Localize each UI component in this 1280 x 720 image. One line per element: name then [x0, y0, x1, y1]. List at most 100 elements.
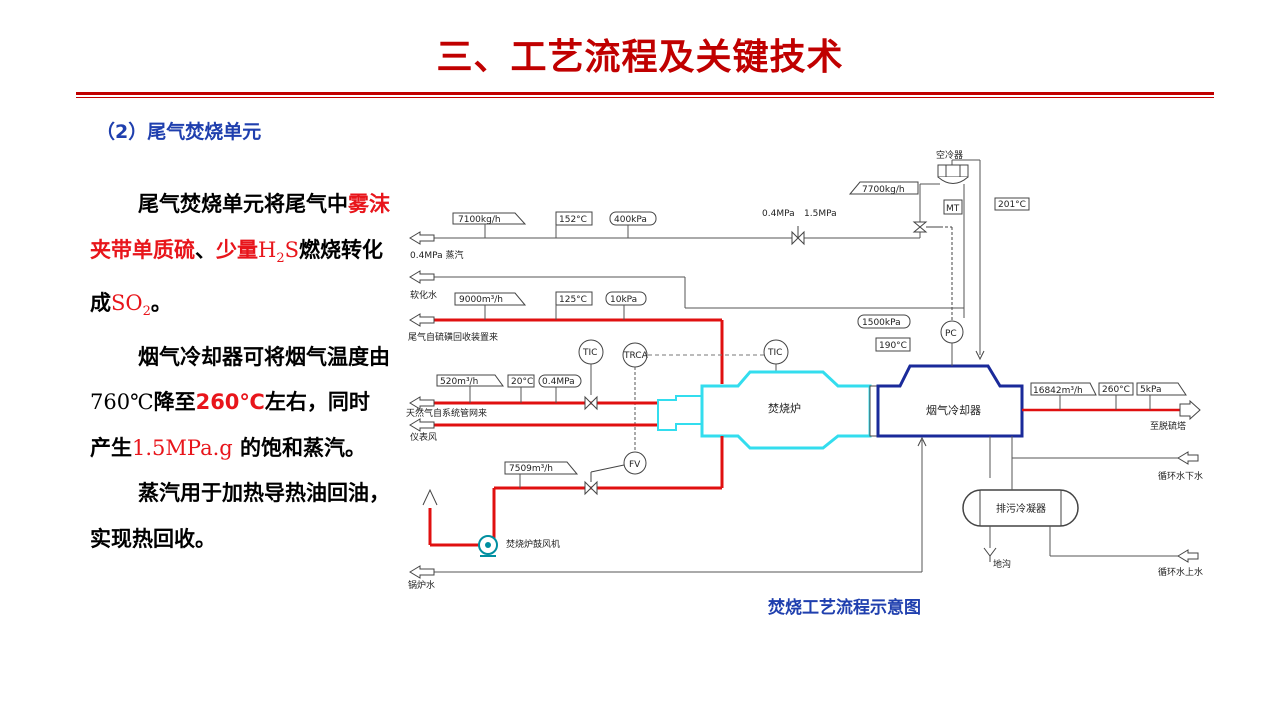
- pressure-label-1-5: 1.5MPa: [804, 209, 837, 219]
- boiler-water-inlet-arrow: [917, 436, 927, 447]
- svg-text:152°C: 152°C: [559, 215, 587, 225]
- svg-text:排污冷凝器: 排污冷凝器: [996, 502, 1046, 515]
- svg-text:1500kPa: 1500kPa: [862, 318, 901, 328]
- incinerator: 焚烧炉: [700, 370, 872, 450]
- paragraph-tail-gas: 尾气焚烧单元将尾气中雾沫夹带单质硫、少量H2S燃烧转化成SO2。: [90, 192, 390, 320]
- instrument-air-label: 仪表风: [410, 431, 437, 443]
- air-cooler: 空冷器: [936, 149, 969, 184]
- tag-flow-520: 520m³/h: [436, 374, 504, 403]
- svg-text:400kPa: 400kPa: [614, 215, 647, 225]
- soft-water-label: 软化水: [410, 289, 437, 301]
- boiler-water-arrow: [409, 565, 435, 579]
- drain-label: 地沟: [993, 558, 1011, 570]
- svg-text:7700kg/h: 7700kg/h: [862, 185, 905, 195]
- natural-gas-valve: [584, 395, 598, 411]
- svg-text:TIC: TIC: [582, 348, 597, 358]
- tag-temp-260: 260°C: [1098, 382, 1134, 410]
- svg-text:125°C: 125°C: [559, 295, 587, 305]
- tag-temp-152: 152°C: [555, 211, 593, 238]
- tag-pc: PC: [940, 320, 964, 344]
- svg-text:7509m³/h: 7509m³/h: [509, 464, 553, 474]
- tag-flow-7509: 7509m³/h: [504, 461, 579, 488]
- natural-gas-arrow: [409, 396, 435, 410]
- tag-trca: TRCA: [622, 342, 649, 452]
- svg-text:MT: MT: [946, 204, 960, 214]
- tag-fv: FV: [623, 451, 647, 475]
- tag-flow-9000: 9000m³/h: [454, 292, 527, 320]
- page-title: 三、工艺流程及关键技术: [436, 36, 844, 78]
- cw-return-label: 循环水下水: [1158, 470, 1203, 482]
- cw-supply-label: 循环水上水: [1158, 566, 1203, 578]
- cooler-inlet-arrow: [975, 350, 985, 361]
- tag-temp-125: 125°C: [555, 291, 593, 320]
- svg-text:烟气冷却器: 烟气冷却器: [926, 403, 981, 417]
- air-cooler-valve: [912, 221, 953, 320]
- paragraph-cooler: 烟气冷却器可将烟气温度由760℃降至260℃左右，同时产生1.5MPa.g 的饱…: [90, 344, 390, 460]
- tag-press-1500: 1500kPa: [857, 314, 911, 329]
- cw-supply-arrow: [1177, 549, 1199, 563]
- title-divider-thin: [76, 97, 1214, 98]
- tag-press-10: 10kPa: [605, 291, 647, 320]
- drain-symbol: [983, 547, 997, 562]
- steam-out-arrow: [409, 231, 435, 245]
- svg-text:FV: FV: [629, 460, 641, 470]
- to-desulfur-label: 至脱硫塔: [1150, 420, 1186, 432]
- instrument-air-arrow: [409, 418, 435, 432]
- svg-text:10kPa: 10kPa: [610, 295, 637, 305]
- svg-text:0.4MPa: 0.4MPa: [542, 377, 575, 387]
- svg-text:16842m³/h: 16842m³/h: [1033, 386, 1083, 396]
- tag-tic-2: TIC: [763, 339, 789, 374]
- svg-text:TIC: TIC: [767, 348, 782, 358]
- burner-nozzle: [657, 395, 703, 431]
- tail-gas-label: 尾气自硫磺回收装置来: [408, 331, 498, 343]
- svg-text:7100kg/h: 7100kg/h: [458, 215, 501, 225]
- tag-mt: MT: [943, 199, 963, 215]
- air-blower-line: [428, 436, 724, 547]
- boiler-water-line: [432, 440, 923, 573]
- svg-text:201°C: 201°C: [998, 200, 1026, 210]
- svg-text:焚烧炉: 焚烧炉: [768, 402, 801, 415]
- steam-line: [432, 159, 981, 355]
- svg-text:20°C: 20°C: [511, 377, 533, 387]
- tag-temp-20: 20°C: [507, 374, 535, 403]
- air-valve: [584, 464, 625, 496]
- flue-gas-cooler: 烟气冷却器: [876, 364, 1024, 438]
- air-intake-symbol: [422, 488, 438, 506]
- tag-tic-1: TIC: [578, 339, 604, 395]
- tag-press-0-4: 0.4MPa: [538, 374, 582, 403]
- svg-text:空冷器: 空冷器: [936, 149, 963, 161]
- fan-icon: [478, 535, 498, 557]
- svg-text:TRCA: TRCA: [623, 351, 649, 361]
- svg-text:520m³/h: 520m³/h: [440, 377, 478, 387]
- steam-out-label: 0.4MPa 蒸汽: [410, 249, 463, 261]
- tag-press-400: 400kPa: [609, 211, 657, 238]
- tag-press-5: 5kPa: [1136, 382, 1187, 410]
- boiler-water-label: 锅炉水: [408, 579, 435, 591]
- tag-temp-201: 201°C: [994, 197, 1030, 211]
- cw-return-arrow: [1177, 451, 1199, 465]
- section-subtitle: （2）尾气焚烧单元: [96, 121, 262, 143]
- tag-flow-7100: 7100kg/h: [452, 212, 527, 238]
- tag-temp-190: 190°C: [875, 337, 911, 352]
- fan-label: 焚烧炉鼓风机: [506, 538, 560, 550]
- blowdown-cooler: 排污冷凝器: [962, 489, 1079, 527]
- paragraph-heat-recovery: 蒸汽用于加热导热油回油，实现热回收。: [90, 481, 390, 551]
- svg-text:5kPa: 5kPa: [1140, 385, 1161, 395]
- description-text: 尾气焚烧单元将尾气中雾沫夹带单质硫、少量H2S燃烧转化成SO2。 烟气冷却器可将…: [90, 182, 390, 562]
- svg-text:PC: PC: [945, 329, 957, 339]
- blowdown-line: [989, 436, 1013, 478]
- tag-flow-16842: 16842m³/h: [1030, 382, 1097, 410]
- steam-valve: [791, 226, 805, 246]
- tail-gas-arrow: [409, 313, 435, 327]
- tag-flow-7700: 7700kg/h: [848, 181, 919, 195]
- title-divider-thick: [76, 92, 1214, 95]
- soft-water-line: [432, 276, 964, 309]
- svg-text:260°C: 260°C: [1102, 385, 1130, 395]
- natural-gas-label: 天然气自系统管网来: [406, 407, 487, 419]
- svg-text:190°C: 190°C: [879, 341, 907, 351]
- diagram-caption: 焚烧工艺流程示意图: [768, 598, 921, 618]
- svg-text:9000m³/h: 9000m³/h: [459, 295, 503, 305]
- cooling-water-lines: [989, 457, 1180, 557]
- pressure-label-0-4: 0.4MPa: [762, 209, 795, 219]
